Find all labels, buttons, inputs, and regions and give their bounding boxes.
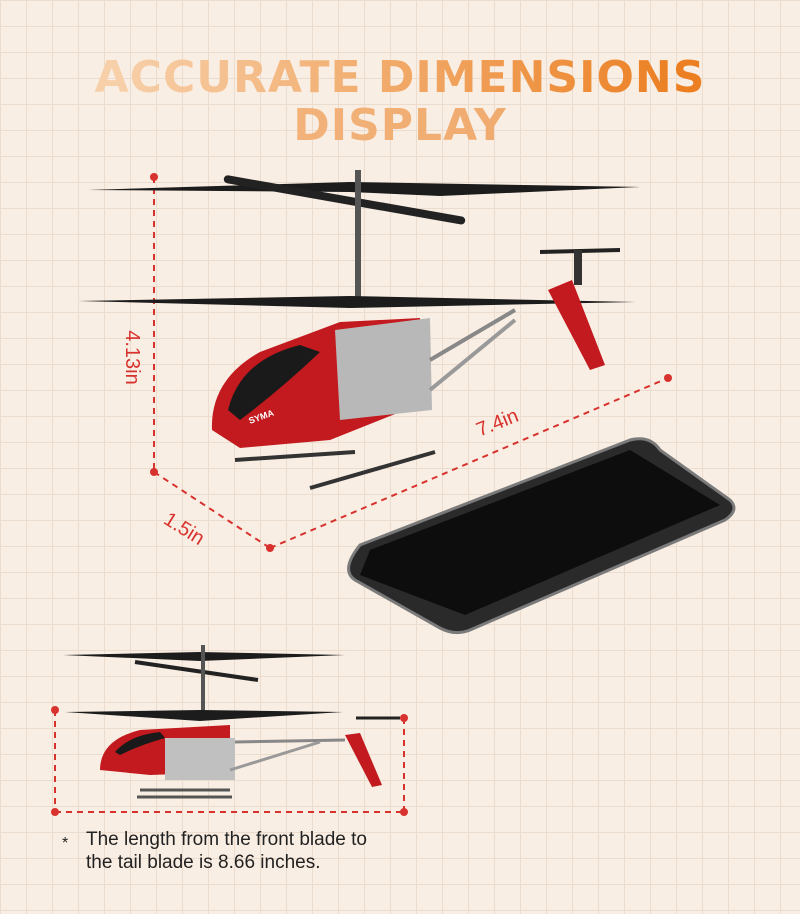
footnote: * The length from the front blade to the… (62, 828, 367, 874)
height-dimension-label: 4.13in (120, 330, 143, 385)
small-dimension-box (54, 710, 405, 813)
dimension-dots (150, 173, 672, 552)
smartphone (347, 437, 736, 635)
footnote-line-2: the tail blade is 8.66 inches. (86, 852, 321, 873)
title-line-1: ACCURATE DIMENSIONS (0, 52, 800, 103)
title-line-2: DISPLAY (0, 100, 800, 151)
helicopter-large: SYMA (78, 170, 640, 490)
dimension-lines (153, 177, 669, 549)
asterisk-bullet: * (62, 835, 69, 852)
helicopter-small (63, 645, 400, 799)
footnote-line-1: The length from the front blade to (86, 829, 367, 850)
